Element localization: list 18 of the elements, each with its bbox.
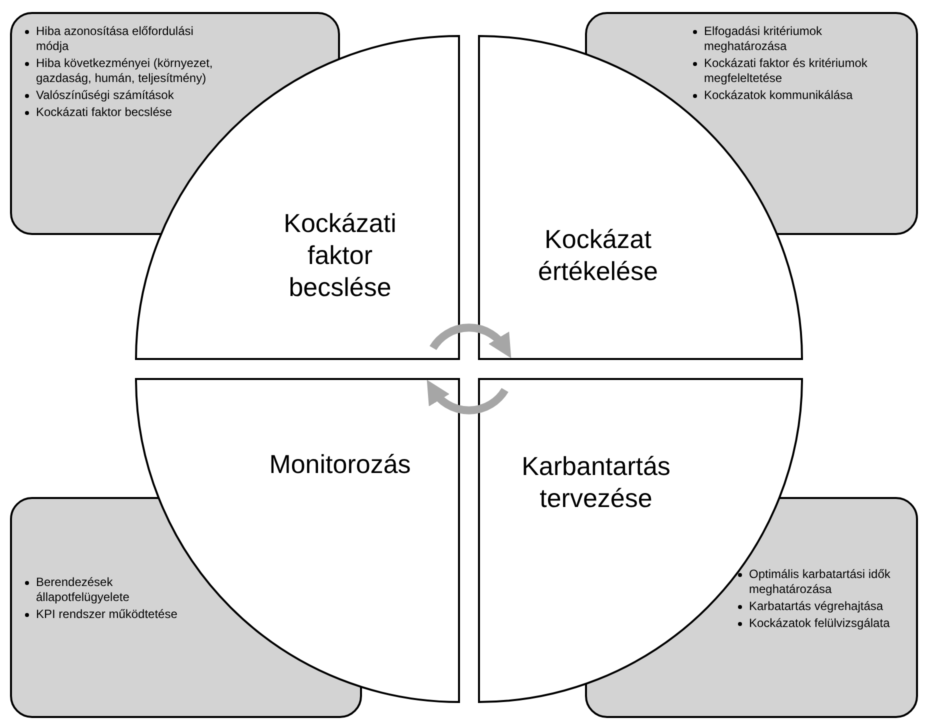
bullet-text: Kockázatok kommunikálása bbox=[704, 88, 854, 103]
bullet-text: Berendezések állapotfelügyelete bbox=[36, 575, 130, 605]
cycle-arrow bbox=[426, 380, 508, 414]
bullet-text: Optimális karbatartási idők meghatározása bbox=[749, 567, 892, 597]
bullet-text: Kockázati faktor és kritériumok megfeleltetése bbox=[704, 56, 868, 86]
bullet-text: Elfogadási kritériumok meghatározása bbox=[704, 24, 824, 54]
segment-title: Kockázati faktor becslése bbox=[282, 207, 398, 303]
segment-title: Kockázat értékelése bbox=[537, 223, 659, 287]
bullet-text: Kockázatok felülvizsgálata bbox=[749, 616, 891, 631]
bullet-text: Valószínűségi számítások bbox=[36, 88, 175, 103]
cycle-arrow bbox=[430, 324, 512, 358]
segment-title: Karbantartás tervezése bbox=[520, 450, 672, 514]
bullet-text: KPI rendszer működtetése bbox=[36, 607, 178, 622]
bullet-text: Hiba azonosítása előfordulási módja bbox=[36, 24, 194, 54]
segment-title: Monitorozás bbox=[268, 448, 412, 480]
bullet-text: Kockázati faktor becslése bbox=[36, 105, 174, 120]
bullet-text: Karbatartás végrehajtása bbox=[749, 599, 884, 614]
bullet-text: Hiba következményei (környezet, gazdaság, humán, teljesítmény) bbox=[36, 56, 214, 86]
